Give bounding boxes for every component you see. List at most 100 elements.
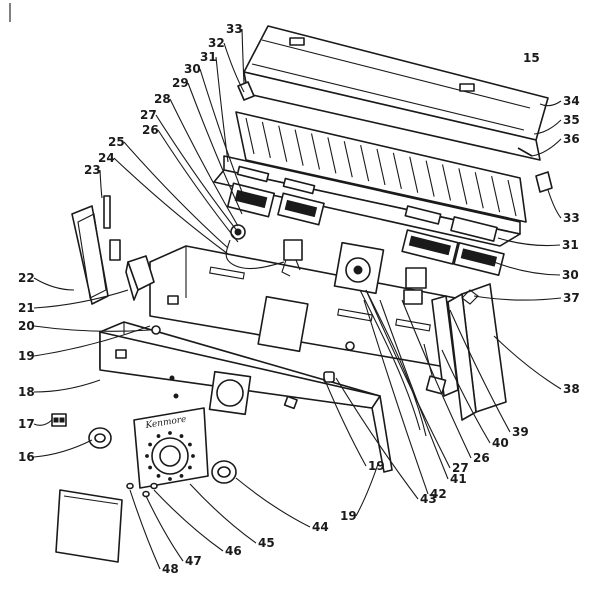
rear-top-cover: [243, 25, 549, 161]
dial-tick: [188, 465, 192, 470]
support-frame: [71, 195, 121, 305]
louver-slat: [474, 172, 484, 209]
relay-box: [125, 255, 155, 301]
leader-line: [129, 489, 161, 570]
callout-42: 42: [430, 487, 447, 501]
louver-slat: [310, 133, 321, 170]
callout-33: 33: [226, 22, 243, 36]
callout-33: 33: [563, 211, 580, 225]
dial-tick: [168, 431, 172, 435]
dial-tick: [156, 434, 161, 438]
callout-35: 35: [563, 113, 580, 127]
callout-32: 32: [208, 36, 225, 50]
callout-19: 19: [340, 509, 357, 523]
callout-30: 30: [184, 62, 201, 76]
callout-20: 20: [18, 319, 35, 333]
leader-line: [187, 82, 243, 215]
leader-line: [235, 477, 311, 528]
callout-30: 30: [562, 268, 579, 282]
callout-27: 27: [452, 461, 469, 475]
callout-24: 24: [98, 151, 115, 165]
louver-slat: [360, 145, 370, 182]
leader-line: [449, 309, 511, 433]
leader-line: [99, 169, 103, 199]
leader-line: [145, 495, 184, 562]
leader-line: [199, 68, 243, 193]
clip-right: [535, 171, 553, 193]
leader-line: [335, 377, 419, 500]
display-window-right: [401, 229, 505, 277]
leader-line: [539, 100, 562, 107]
dial-tick: [148, 465, 152, 470]
louver-slat: [278, 125, 288, 162]
small-switch-upper: [281, 239, 303, 277]
callout-22: 22: [18, 271, 35, 285]
selector-dial-plate: Kenmore: [133, 407, 209, 489]
callout-34: 34: [563, 94, 580, 108]
access-panel: [55, 489, 123, 563]
callout-21: 21: [18, 301, 35, 315]
leader-line: [379, 299, 449, 480]
louver-slat: [392, 152, 402, 189]
dial-tick: [148, 442, 152, 447]
louver-slat: [441, 164, 452, 201]
callout-25: 25: [108, 135, 125, 149]
leader-line: [33, 419, 53, 426]
right-end-cap: [447, 283, 507, 421]
callout-17: 17: [18, 417, 35, 431]
callout-39: 39: [512, 425, 529, 439]
grommet: [151, 325, 161, 335]
leader-line: [33, 277, 75, 291]
leader-line: [153, 489, 224, 552]
callout-40: 40: [492, 436, 509, 450]
callout-26: 26: [473, 451, 490, 465]
louver-slat: [327, 137, 337, 174]
louvered-grille: [235, 111, 527, 223]
callout-31: 31: [562, 238, 579, 252]
leader-line: [531, 138, 562, 157]
callout-23: 23: [84, 163, 101, 177]
knob-43: [323, 371, 335, 383]
clip-left: [237, 81, 255, 101]
knob-44: [211, 460, 237, 484]
callout-18: 18: [18, 385, 35, 399]
leader-line: [157, 129, 239, 243]
leader-line: [241, 28, 245, 85]
callout-41: 41: [450, 472, 467, 486]
callout-44: 44: [312, 520, 329, 534]
callout-27: 27: [140, 108, 157, 122]
leader-line: [189, 483, 257, 544]
callout-47: 47: [185, 554, 202, 568]
louver-slat: [343, 141, 353, 178]
louver-slat: [409, 156, 419, 193]
leader-line: [33, 289, 129, 309]
leader-line: [363, 299, 429, 495]
callout-26: 26: [142, 123, 159, 137]
louver-slat: [507, 179, 517, 217]
leader-line: [223, 42, 245, 93]
callout-29: 29: [172, 76, 189, 90]
callout-48: 48: [162, 562, 179, 576]
display-window-left: [226, 182, 325, 226]
front-control-panel: [99, 321, 393, 473]
louver-slat: [261, 121, 271, 158]
callout-31: 31: [200, 50, 217, 64]
callout-15: 15: [523, 51, 540, 65]
dial-tick: [179, 434, 184, 438]
label-plates: [236, 165, 498, 242]
small-hardware: [126, 482, 158, 498]
leader-line: [441, 349, 491, 444]
callout-19: 19: [368, 459, 385, 473]
leader-line: [365, 289, 451, 469]
leader-line: [497, 237, 561, 247]
callout-16: 16: [18, 450, 35, 464]
leader-line: [323, 377, 367, 467]
hinge-rod: [517, 147, 533, 157]
leader-line: [355, 463, 379, 517]
callout-46: 46: [225, 544, 242, 558]
callout-45: 45: [258, 536, 275, 550]
dial-tick: [191, 454, 195, 458]
switch-block: [403, 267, 479, 305]
dial-tick: [188, 442, 192, 447]
dial-tick: [145, 454, 149, 458]
